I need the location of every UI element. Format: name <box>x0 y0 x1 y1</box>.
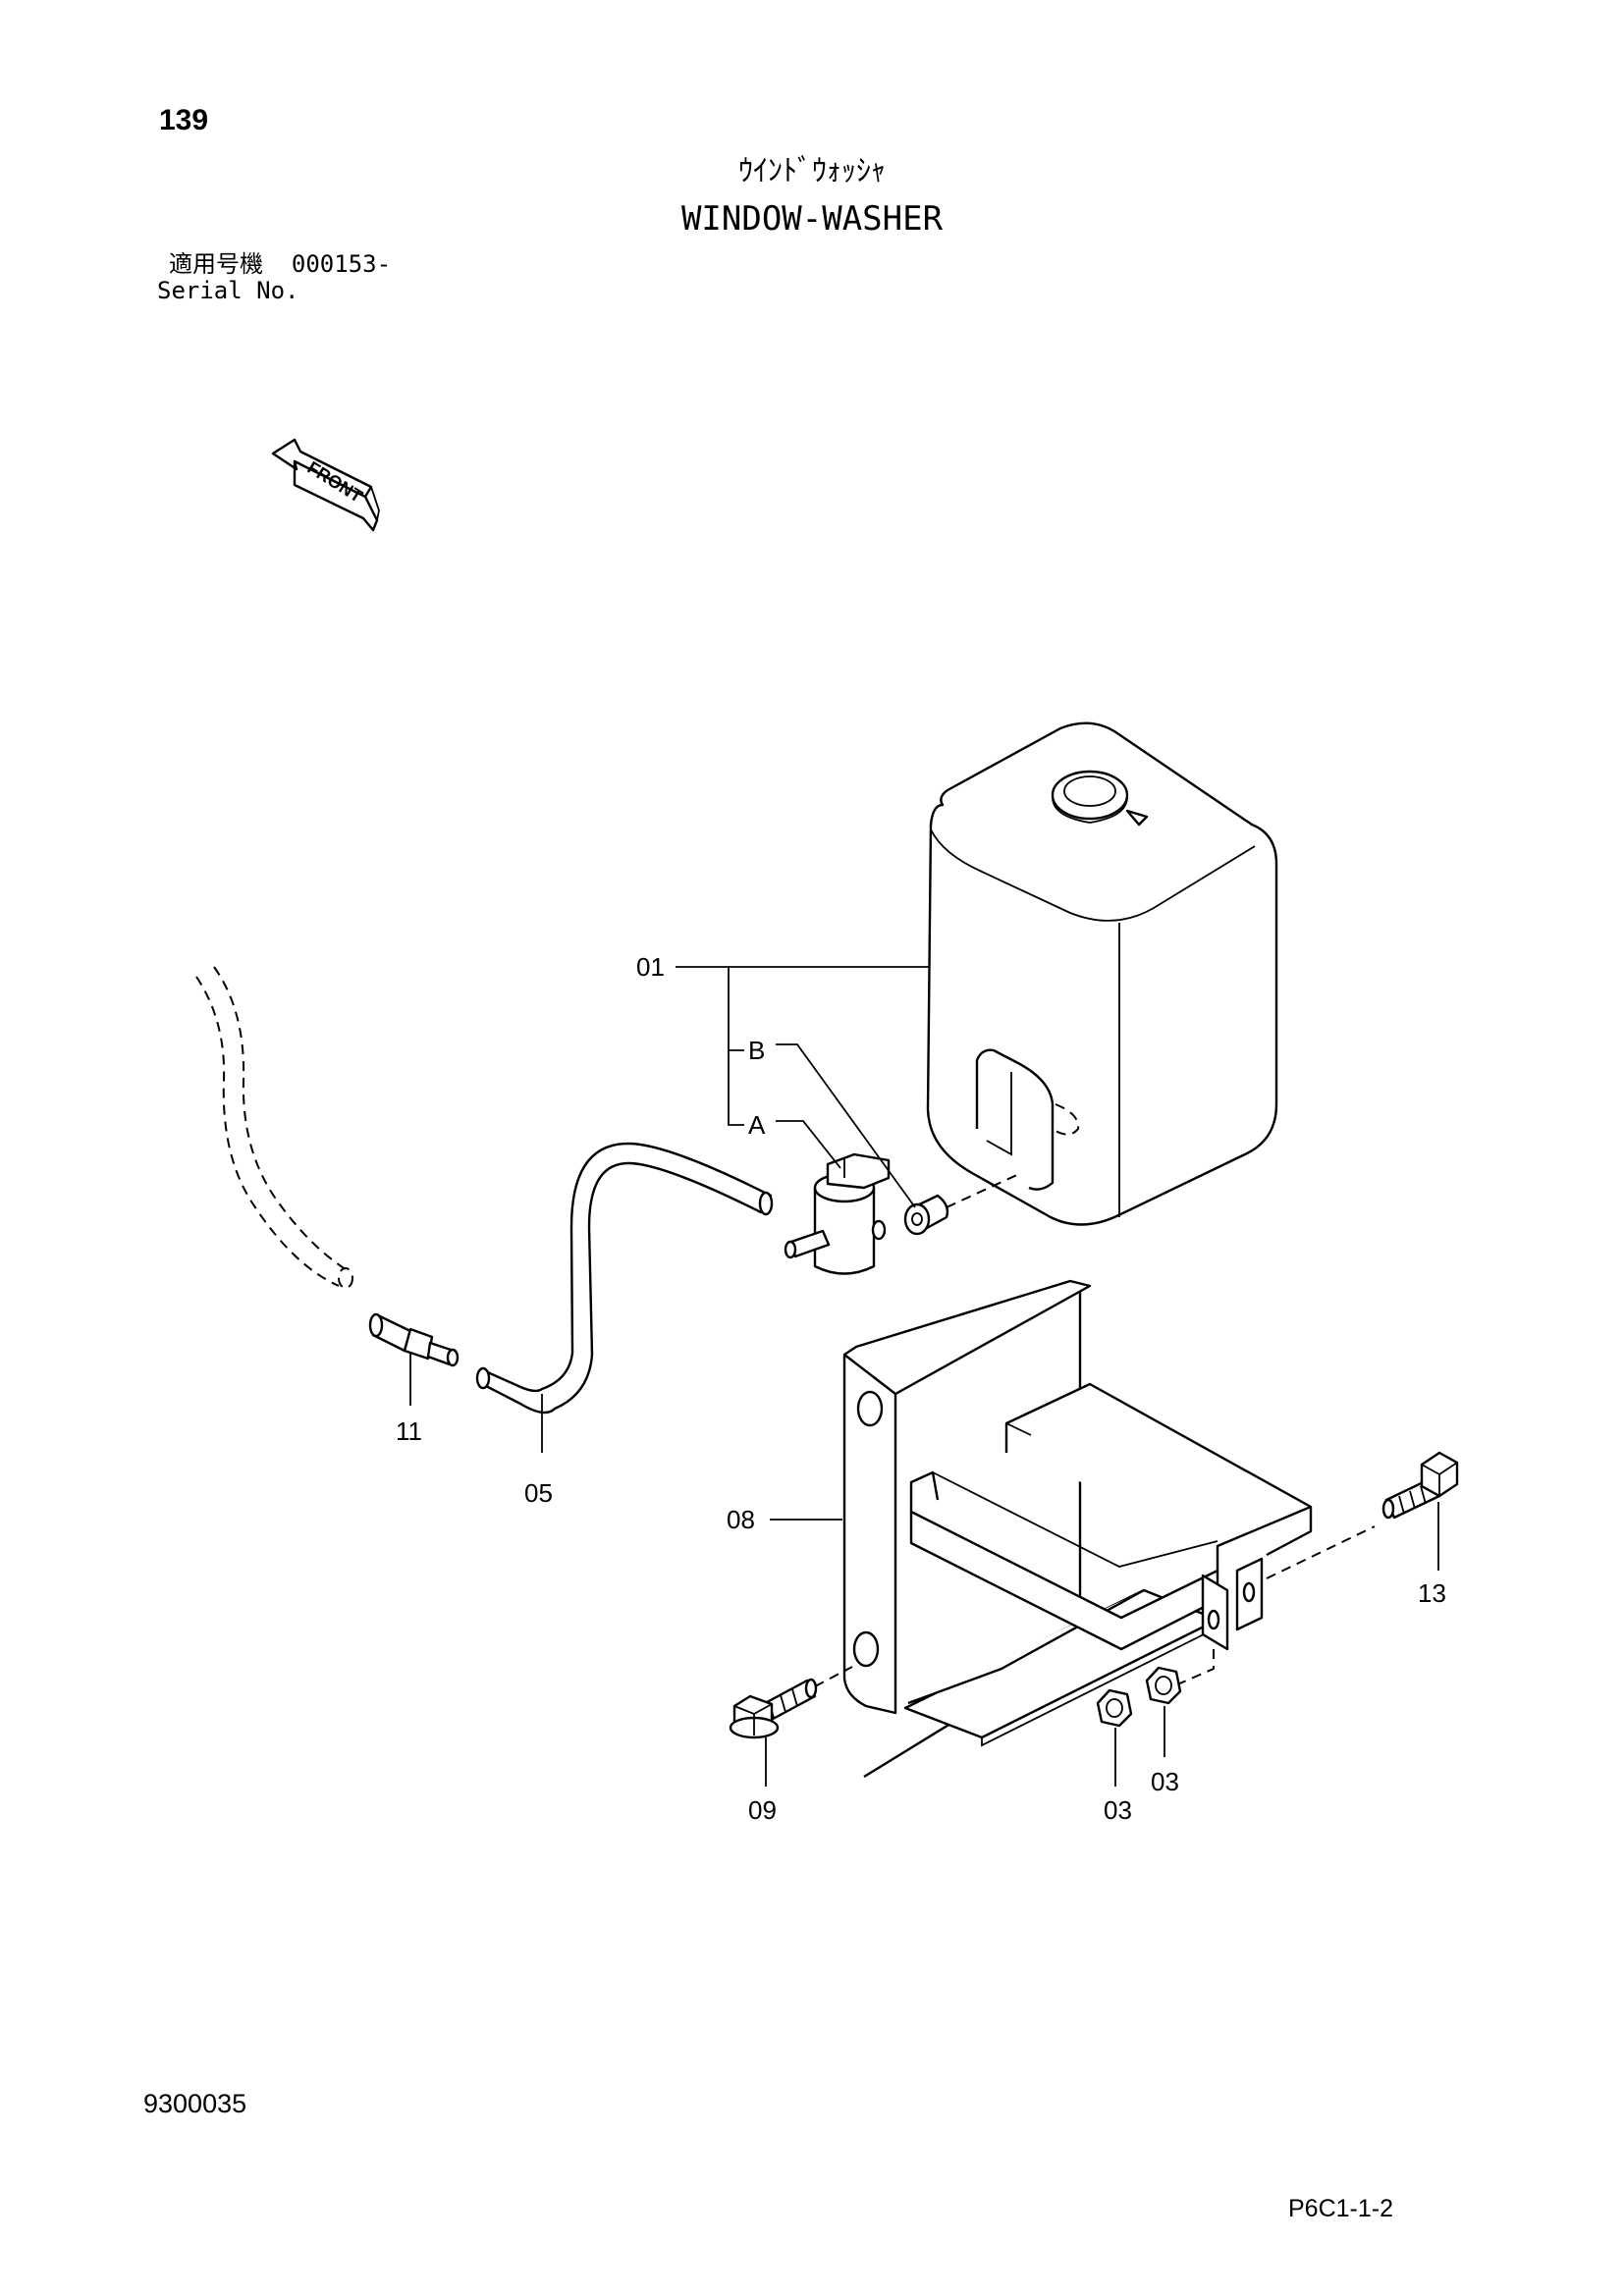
washer-tank <box>926 721 1278 1226</box>
callout-05: 05 <box>524 1478 553 1508</box>
nut-03-right <box>1145 1666 1182 1705</box>
tank-bracket <box>842 1279 1376 1779</box>
callout-11: 11 <box>396 1416 422 1446</box>
callout-b: B <box>748 1036 765 1065</box>
callout-01: 01 <box>636 952 665 982</box>
nut-03-left <box>1096 1688 1133 1728</box>
front-arrow-icon: FRONT <box>271 438 380 532</box>
document-code: 9300035 <box>143 2089 247 2118</box>
page-reference: P6C1-1-2 <box>1288 2195 1393 2222</box>
callout-a: A <box>748 1110 766 1140</box>
washer-pump <box>784 1152 891 1275</box>
bolt-13 <box>1381 1451 1459 1520</box>
callout-03-left: 03 <box>1104 1795 1132 1825</box>
title-japanese: ｳｲﾝﾄﾞｳｫｯｼｬ <box>738 154 886 188</box>
callout-09: 09 <box>748 1795 777 1825</box>
serial-label-jp: 適用号機 <box>169 250 263 278</box>
serial-label-en: Serial No. <box>157 277 299 304</box>
callout-03-right: 03 <box>1151 1767 1179 1796</box>
callout-08: 08 <box>727 1505 755 1534</box>
nozzle-hose-existing <box>195 976 340 1287</box>
hose-joint <box>368 1312 460 1367</box>
front-label: FRONT <box>304 457 366 507</box>
callout-13: 13 <box>1418 1578 1446 1608</box>
page-number: 139 <box>159 104 209 136</box>
leader-lines <box>409 966 1439 1787</box>
serial-applicability: 適用号機 000153- <box>169 252 391 276</box>
washer-hose <box>475 1142 774 1415</box>
title-english: WINDOW-WASHER <box>680 199 944 239</box>
grommet <box>903 1172 1022 1236</box>
serial-value: 000153- <box>291 250 392 278</box>
bolt-09 <box>729 1666 853 1739</box>
